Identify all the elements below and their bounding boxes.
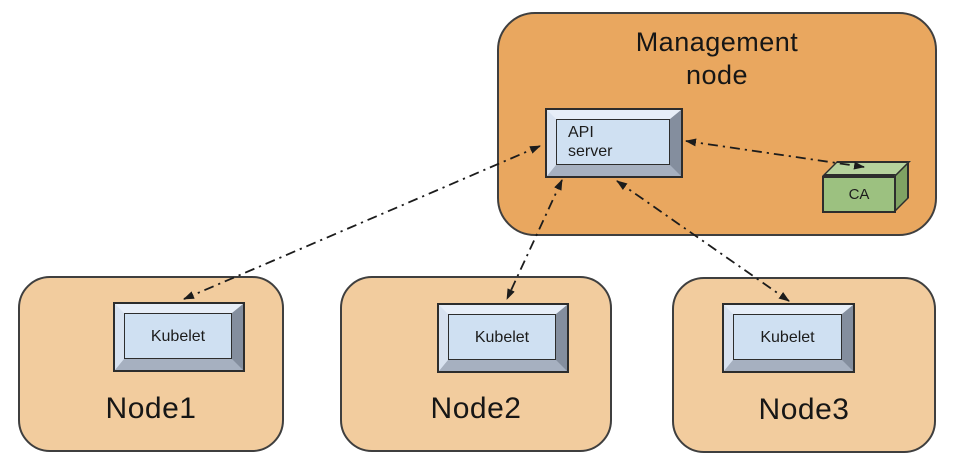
node2-label: Node2 bbox=[430, 392, 522, 425]
node1-kubelet-label: Kubelet bbox=[124, 313, 232, 359]
node1-group: Kubelet Node1 bbox=[18, 276, 284, 452]
ca-box: CA bbox=[822, 161, 914, 223]
node2-kubelet-label: Kubelet bbox=[448, 314, 556, 360]
node1-kubelet-box: Kubelet bbox=[113, 302, 245, 372]
node3-kubelet-box: Kubelet bbox=[722, 303, 855, 373]
node3-label: Node3 bbox=[758, 393, 850, 426]
api-server-bevel bbox=[547, 110, 681, 176]
api-server-label: API server bbox=[556, 119, 670, 165]
node1-kubelet-bevel bbox=[115, 304, 243, 370]
node2-kubelet-box: Kubelet bbox=[437, 303, 569, 373]
api-server-box: API server bbox=[545, 108, 683, 178]
node1-label: Node1 bbox=[105, 392, 197, 425]
node2-group: Kubelet Node2 bbox=[340, 276, 612, 452]
node3-group: Kubelet Node3 bbox=[672, 277, 936, 453]
node2-kubelet-bevel bbox=[439, 305, 567, 371]
management-node-label: Management node bbox=[635, 27, 799, 90]
node3-kubelet-bevel bbox=[724, 305, 853, 371]
node3-kubelet-label: Kubelet bbox=[733, 314, 842, 360]
ca-label: CA bbox=[822, 176, 896, 213]
management-node-group: Management node API server CA bbox=[497, 12, 937, 236]
